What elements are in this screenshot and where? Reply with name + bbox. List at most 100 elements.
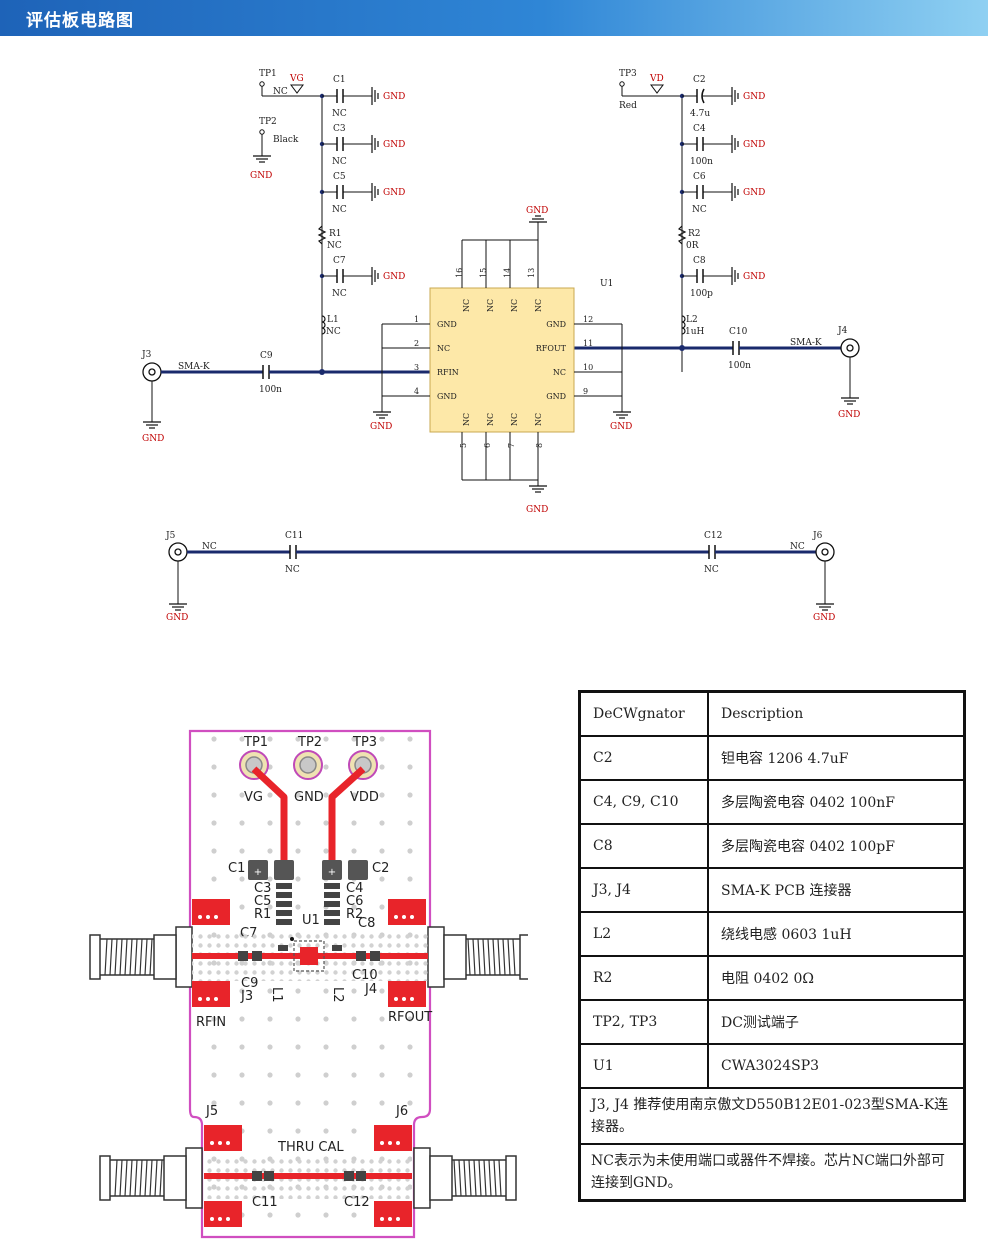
c7-label: C7 [333,256,346,266]
gnd-label: GND [813,613,835,623]
l1-label: L1 [327,315,339,325]
pcb-r2-label: R2 [346,907,363,922]
gnd-label: GND [370,422,392,432]
pcb-l2-label: L2 [330,987,345,1003]
pcb-layout: TP1 TP2 TP3 VG GND VDD + + C1 C2 C3 C5 R… [89,729,528,1239]
pcb-vdd-label: VDD [350,790,379,805]
gnd-label: GND [526,505,548,515]
tp1-symbol [259,81,265,87]
bom-description: DC测试端子 [707,999,966,1045]
pin5-number: 5 [459,443,468,448]
j3-sma-label: SMA-K [178,362,210,372]
pin12-name: GND [546,320,566,329]
r2-label: R2 [688,229,701,239]
pin10-name: NC [553,368,566,377]
pin15-name: NC [486,299,495,312]
bom-description: SMA-K PCB 连接器 [707,867,966,913]
l2-label: L2 [686,315,698,325]
bom-designator: TP2, TP3 [578,999,709,1045]
header-banner: 评估板电路图 [0,0,988,36]
gnd-label: GND [383,188,405,198]
pin14-name: NC [510,299,519,312]
svg-text:+: + [254,867,262,878]
bom-description: CWA3024SP3 [707,1043,966,1089]
bom-description: 电阻 0402 0Ω [707,955,966,1001]
svg-text:+: + [328,867,336,878]
j6-label: J6 [812,531,823,541]
tp2-label: TP2 [259,117,277,127]
pin6-name: NC [486,413,495,426]
table-row: C8 多层陶瓷电容 0402 100pF [578,823,966,869]
pcb-c11-label: C11 [252,1195,278,1210]
bom-description: 多层陶瓷电容 0402 100pF [707,823,966,869]
tp3-label: TP3 [619,69,637,79]
pin8-number: 8 [535,443,544,448]
pcb-j4-label: J4 [364,982,377,997]
tp1-nc-label: NC [273,87,288,97]
vd-port-symbol [650,84,664,94]
right-bias-network: TP3 Red VD C2 4.7u GND C4 100n GND C6 NC… [619,69,765,372]
thru-cal-line: J5 NC GND C11 NC C12 NC J6 NC GND [165,531,835,623]
bom-designator: J3, J4 [578,867,709,913]
table-row: TP2, TP3 DC测试端子 [578,999,966,1045]
bom-note-row: J3, J4 推荐使用南京傲文D550B12E01-023型SMA-K连接器。 [578,1087,966,1145]
pcb-j6-label: J6 [395,1104,408,1119]
bom-designator: U1 [578,1043,709,1089]
tp1-label: TP1 [259,69,277,79]
pcb-c1-label: C1 [228,861,245,876]
pin1-number: 1 [414,315,419,324]
page-title: 评估板电路图 [26,11,134,31]
j6-nc-label: NC [790,542,805,552]
bom-description: 钽电容 1206 4.7uF [707,735,966,781]
c11-label: C11 [285,531,303,541]
pin13-name: NC [534,299,543,312]
bom-header-description: Description [707,690,966,737]
bom-header-row: DeCWgnator Description [578,690,966,737]
bom-description: 多层陶瓷电容 0402 100nF [707,779,966,825]
pcb-gnd-label: GND [294,790,324,805]
pin6-number: 6 [483,443,492,448]
j4-connector [840,338,860,358]
pcb-c4-label: C4 [346,881,363,896]
table-row: L2 绕线电感 0603 1uH [578,911,966,957]
pin10-number: 10 [583,363,593,372]
pin7-name: NC [510,413,519,426]
pcb-c6-label: C6 [346,894,363,909]
pin4-name: GND [437,392,457,401]
pcb-test-points: TP1 TP2 TP3 VG GND VDD [239,735,379,805]
vd-label: VD [649,74,664,84]
pin12-number: 12 [583,315,593,324]
bom-designator: R2 [578,955,709,1001]
r1-label: R1 [329,229,342,239]
c4-label: C4 [693,124,706,134]
pcb-j3-label: J3 [240,989,253,1004]
pin11-name: RFOUT [536,344,567,353]
pcb-sma-j4 [427,926,528,988]
pin11-number: 11 [583,339,593,348]
table-row: C2 钽电容 1206 4.7uF [578,735,966,781]
tp2-black-label: Black [273,135,299,145]
pin16-name: NC [462,299,471,312]
pcb-c12-label: C12 [344,1195,370,1210]
pin4-number: 4 [414,387,419,396]
gnd-label: GND [142,434,164,444]
gnd-label: GND [743,188,765,198]
l2-value: 1uH [685,327,705,337]
pcb-c9-label: C9 [241,976,258,991]
pcb-c3-label: C3 [254,881,271,896]
tp3-symbol [619,81,625,87]
pin1-name: GND [437,320,457,329]
gnd-label: GND [166,613,188,623]
pcb-c10-label: C10 [352,968,378,983]
c3-label: C3 [333,124,346,134]
bom-note-nc: NC表示为未使用端口或器件不焊接。芯片NC端口外部可连接到GND。 [578,1143,966,1202]
gnd-label: GND [838,410,860,420]
pin7-number: 7 [507,443,516,448]
rf-path: J3 SMA-K GND C9 100n C10 100n J4 SMA-K G… [141,326,860,444]
r1-symbol [317,225,327,245]
gnd-label: GND [383,140,405,150]
c10-value: 100n [728,361,751,371]
gnd-label: GND [743,92,765,102]
pin14-number: 14 [503,268,512,278]
c8-label: C8 [693,256,706,266]
